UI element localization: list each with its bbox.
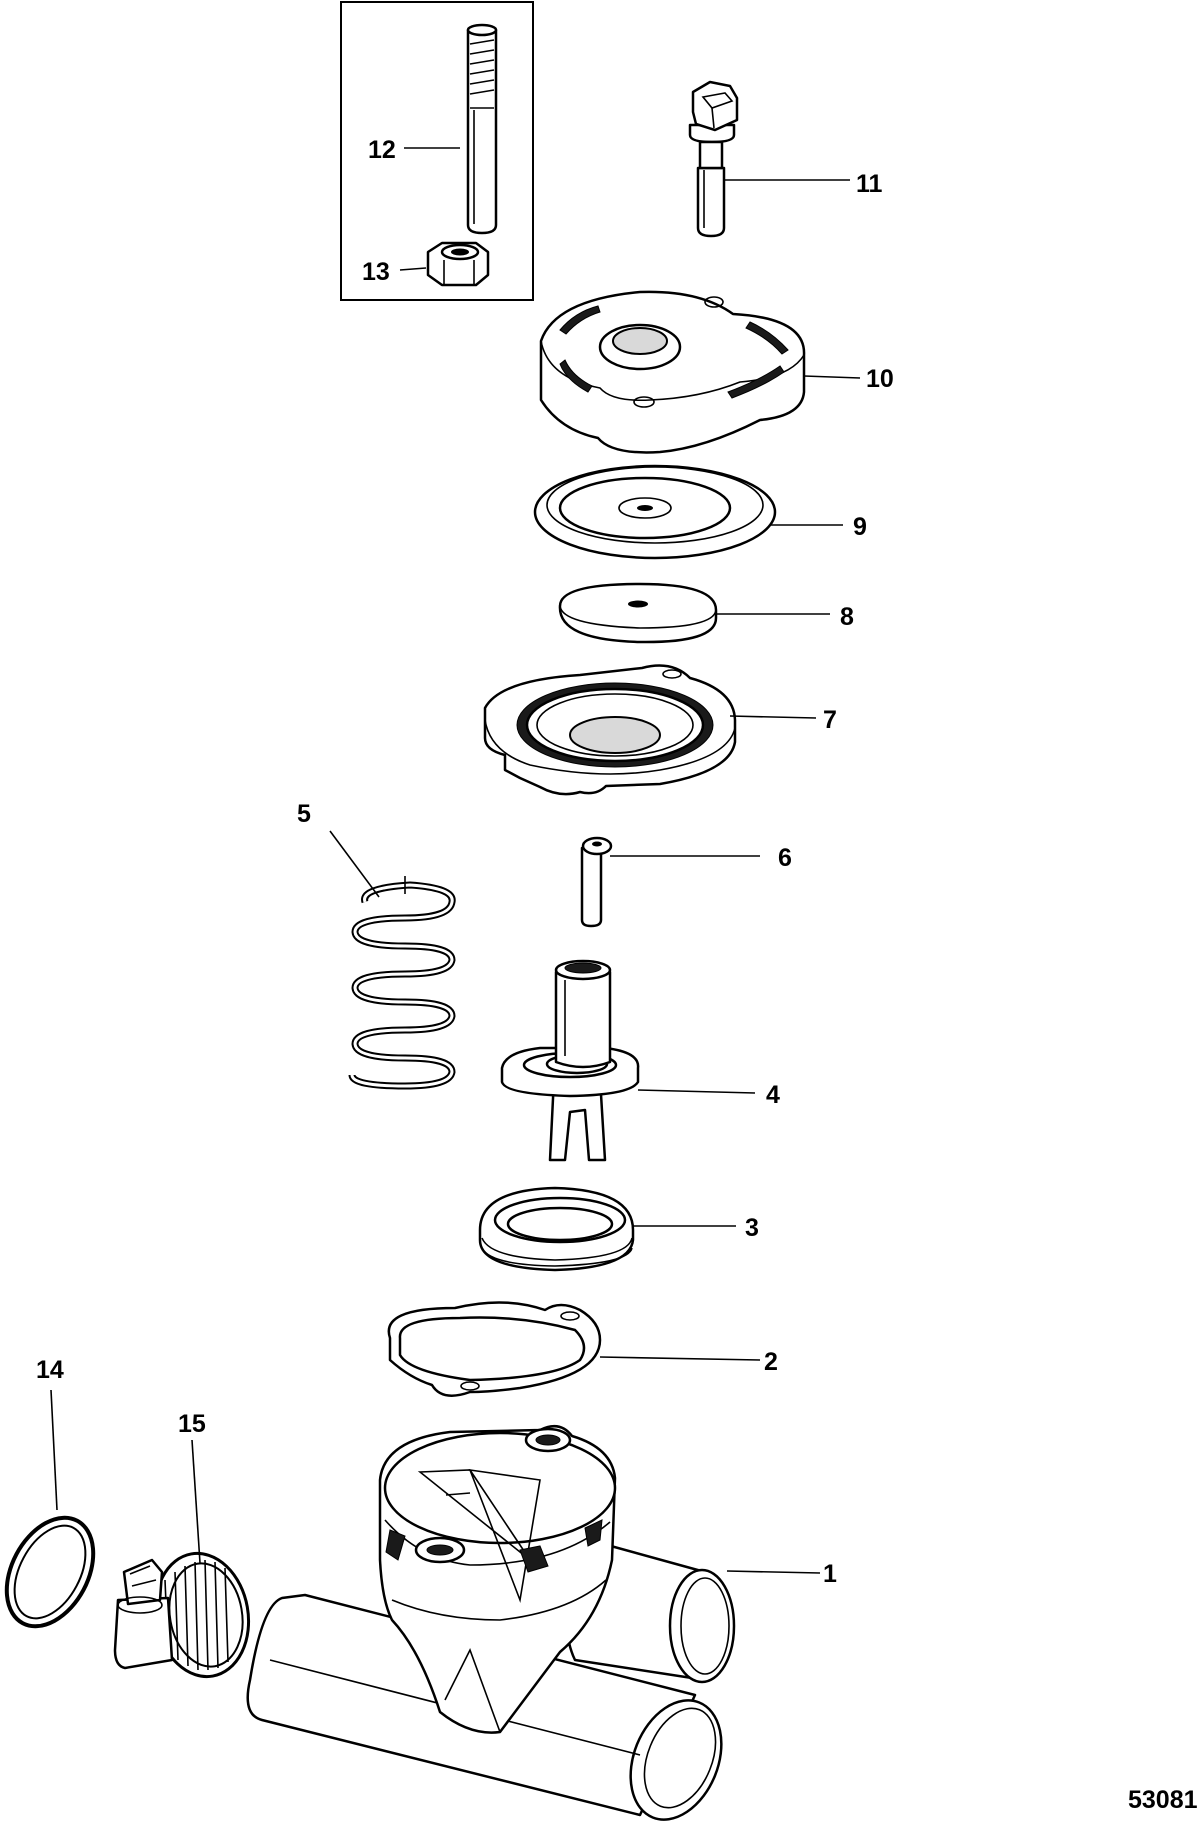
callout-labels: 1 2 3 4 5 6 7 8 9 10 11 12 13 14 15 5308… — [36, 136, 1198, 1814]
part-9-diaphragm — [533, 464, 777, 560]
part-8-washer — [558, 582, 718, 644]
part-3-seal-ring — [478, 1186, 635, 1272]
callout-13: 13 — [362, 258, 390, 286]
callout-4: 4 — [766, 1081, 780, 1109]
part-10-cover — [539, 290, 806, 454]
leader-lines — [50, 147, 861, 1574]
part-12-stud — [466, 23, 498, 235]
callout-9: 9 — [853, 513, 867, 541]
part-7-seal-housing — [483, 664, 737, 796]
callout-8: 8 — [840, 603, 854, 631]
part-13-nut — [426, 241, 490, 287]
diagram-id: 53081 — [1128, 1786, 1198, 1814]
part-11-bolt — [688, 80, 739, 238]
callout-5: 5 — [297, 800, 311, 828]
callout-6: 6 — [778, 844, 792, 872]
callout-10: 10 — [866, 365, 894, 393]
part-15-hose-clamp — [113, 1551, 251, 1679]
part-4-thermostat — [500, 959, 640, 1162]
part-6-pin — [580, 836, 613, 928]
callout-11: 11 — [856, 170, 883, 198]
subassembly-box — [340, 1, 534, 301]
callout-1: 1 — [823, 1560, 837, 1588]
part-5-spring — [348, 876, 456, 1090]
part-2-gasket — [387, 1301, 602, 1397]
callout-14: 14 — [36, 1356, 64, 1384]
part-14-hose-ring — [4, 1515, 96, 1629]
callout-15: 15 — [178, 1410, 206, 1438]
callout-7: 7 — [823, 706, 837, 734]
part-1-housing — [246, 1424, 736, 1821]
callout-2: 2 — [764, 1348, 778, 1376]
callout-12: 12 — [368, 136, 396, 164]
callout-3: 3 — [745, 1214, 759, 1242]
